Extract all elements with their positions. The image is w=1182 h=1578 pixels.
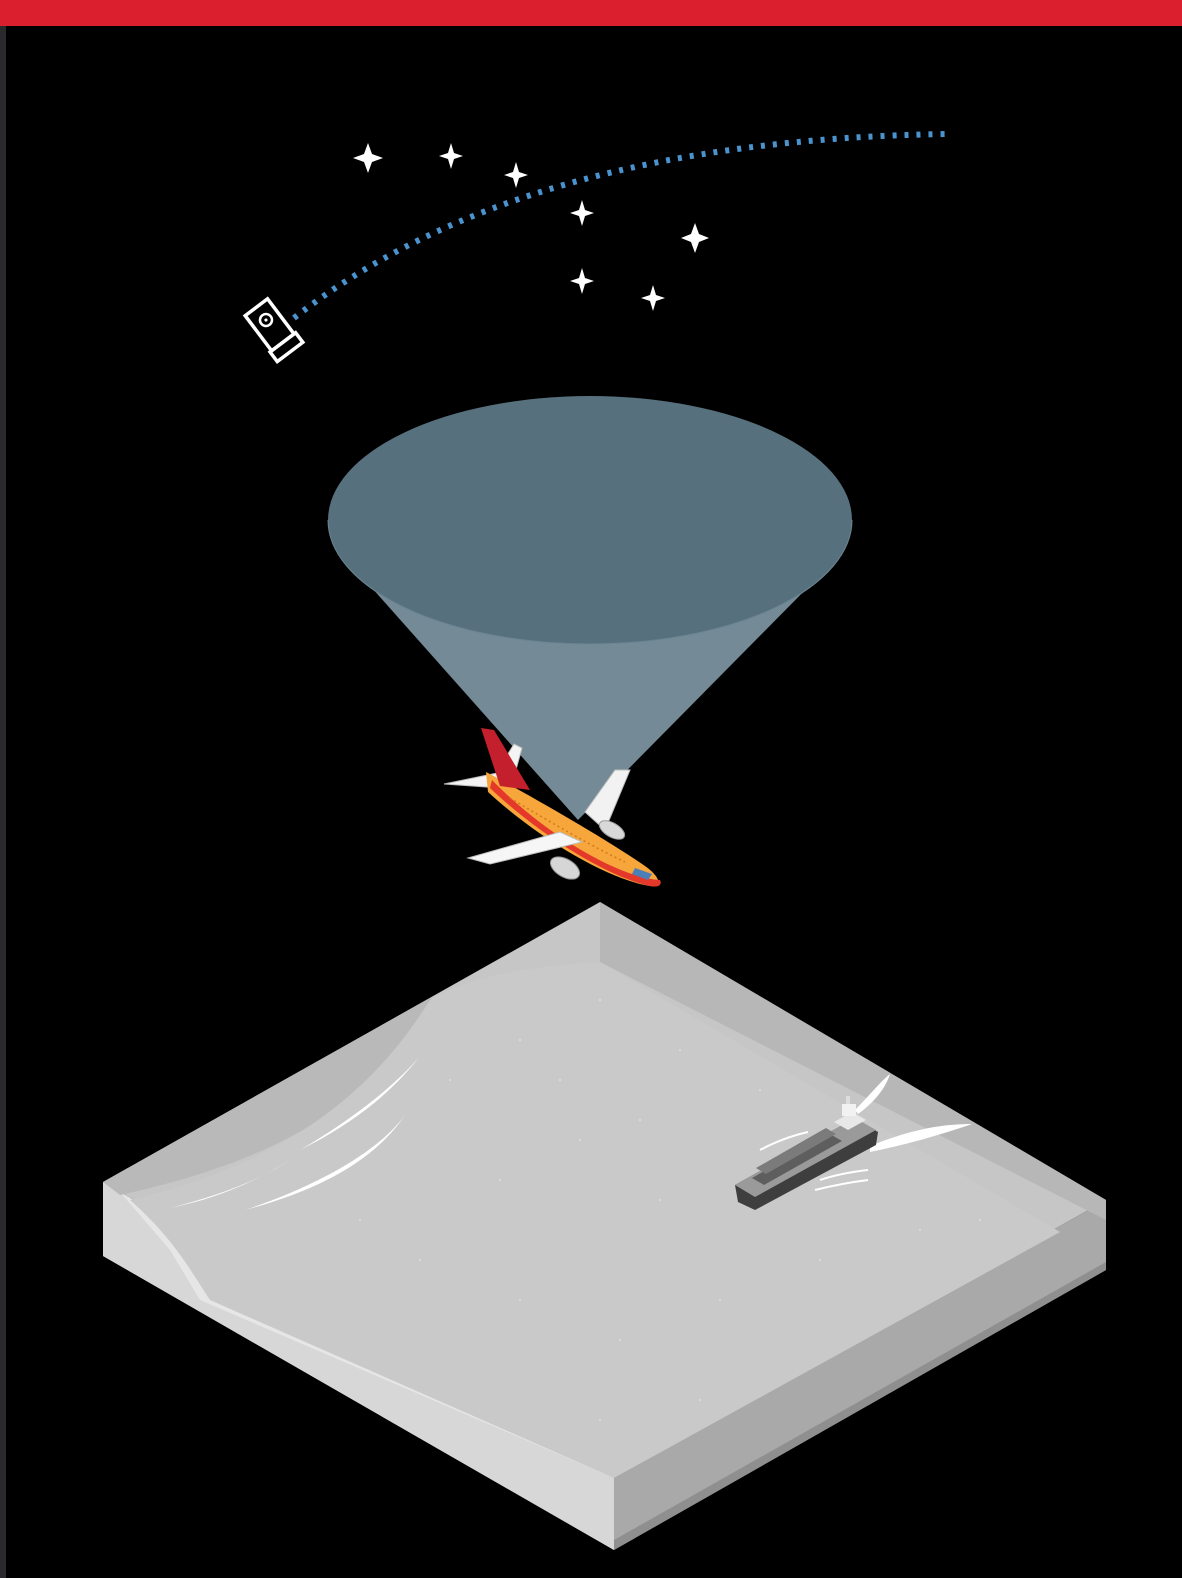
terrain-block — [103, 902, 1106, 1550]
star-icon — [681, 223, 709, 253]
coverage-cone — [328, 396, 852, 820]
star-icon — [353, 143, 383, 173]
stars-group — [353, 143, 709, 311]
star-icon — [570, 200, 594, 226]
star-icon — [504, 162, 528, 188]
satellite-orbit-path — [294, 134, 948, 318]
star-icon — [570, 268, 594, 294]
star-icon — [439, 143, 463, 169]
satellite-icon — [244, 298, 303, 362]
star-icon — [641, 285, 665, 311]
